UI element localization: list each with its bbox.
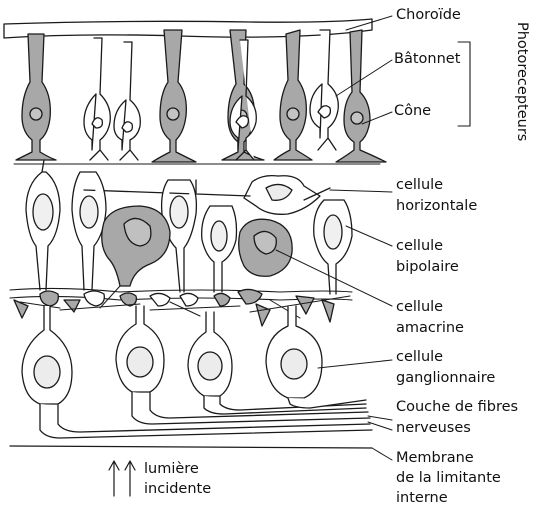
label-amacrine-line2: amacrine [396,319,464,338]
label-photorecepteurs: Photorecepteurs [514,22,530,141]
label-membrane-line3: interne [396,489,448,508]
label-lumiere-line2: incidente [144,480,211,499]
label-fibres-line1: Couche de fibres [396,398,518,417]
label-membrane-line2: de la limitante [396,469,501,488]
label-bipolaire-line1: cellule [396,237,443,256]
cone-cell [310,30,338,150]
label-batonnet: Bâtonnet [394,50,460,69]
synapse-blobs [14,289,334,326]
rod-cell [16,34,56,160]
label-membrane-line1: Membrane [396,449,474,468]
rod-cell [274,30,312,160]
label-bipolaire-line2: bipolaire [396,258,459,277]
rod-cell [152,30,196,162]
choroid-layer [4,19,372,38]
ganglion-cell [266,306,366,408]
amacrine-cell [102,206,170,286]
bipolar-cell [26,160,60,290]
bipolar-cell [202,206,237,292]
label-fibres-line2: nerveuses [396,419,471,438]
label-amacrine-line1: cellule [396,298,443,317]
label-horizontale-line1: cellule [396,176,443,195]
label-choroide: Choroïde [396,6,461,25]
cone-cell [84,38,110,160]
bipolar-cell [314,200,352,294]
inner-limiting-membrane [10,446,372,448]
label-ganglionnaire-line2: ganglionnaire [396,369,495,388]
label-ganglionnaire-line1: cellule [396,348,443,367]
label-cone: Cône [394,102,431,121]
label-lumiere-line1: lumière [144,460,199,479]
light-arrow-icon [109,461,135,496]
rod-cell [336,30,386,162]
label-horizontale-line2: horizontale [396,197,477,216]
amacrine-cell [239,219,292,276]
cone-cell [114,42,140,160]
